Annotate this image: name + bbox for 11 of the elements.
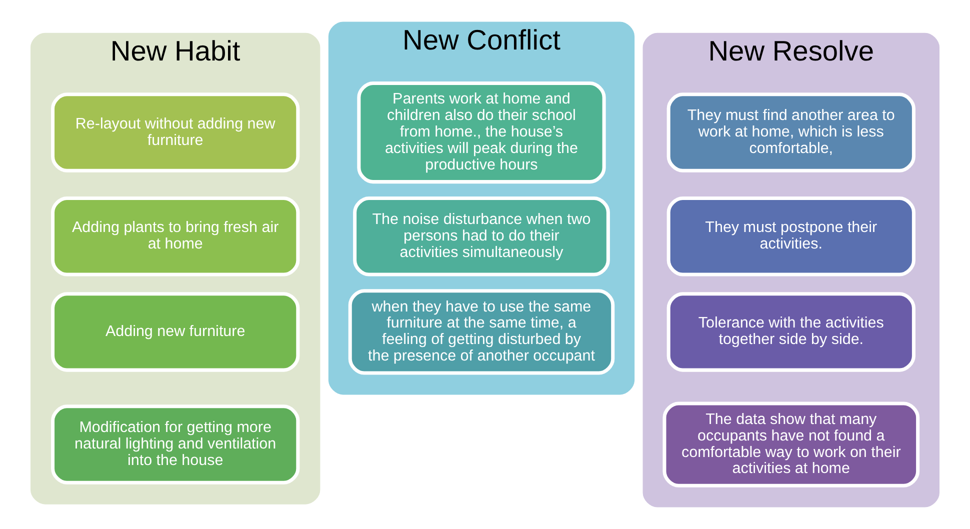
node-box: Modification for getting more natural lighting and ventilation into the house: [51, 404, 300, 484]
node-box: Tolerance with the activities together side by side.: [666, 292, 916, 372]
node-box: Parents work at home and children also do their school from home., the house’s activities will peak during the productive hours: [357, 82, 606, 184]
node-box: Re-layout without adding new furniture: [51, 92, 300, 172]
node-box: They must postpone their activities.: [666, 196, 916, 276]
node-box: They must find another area to work at home, which is less comfortable,: [666, 92, 916, 172]
node-box: The noise disturbance when two persons had to do their activities simultaneously: [353, 196, 610, 276]
node-box: The data show that many occupants have not found a comfortable way to work on their activities at home: [662, 402, 920, 488]
node-box: Adding new furniture: [51, 292, 300, 372]
node-box: when they have to use the same furniture at the same time, a feeling of getting disturbed by the presence of another occupant: [348, 289, 615, 375]
node-box: Adding plants to bring fresh air at home: [51, 196, 300, 276]
